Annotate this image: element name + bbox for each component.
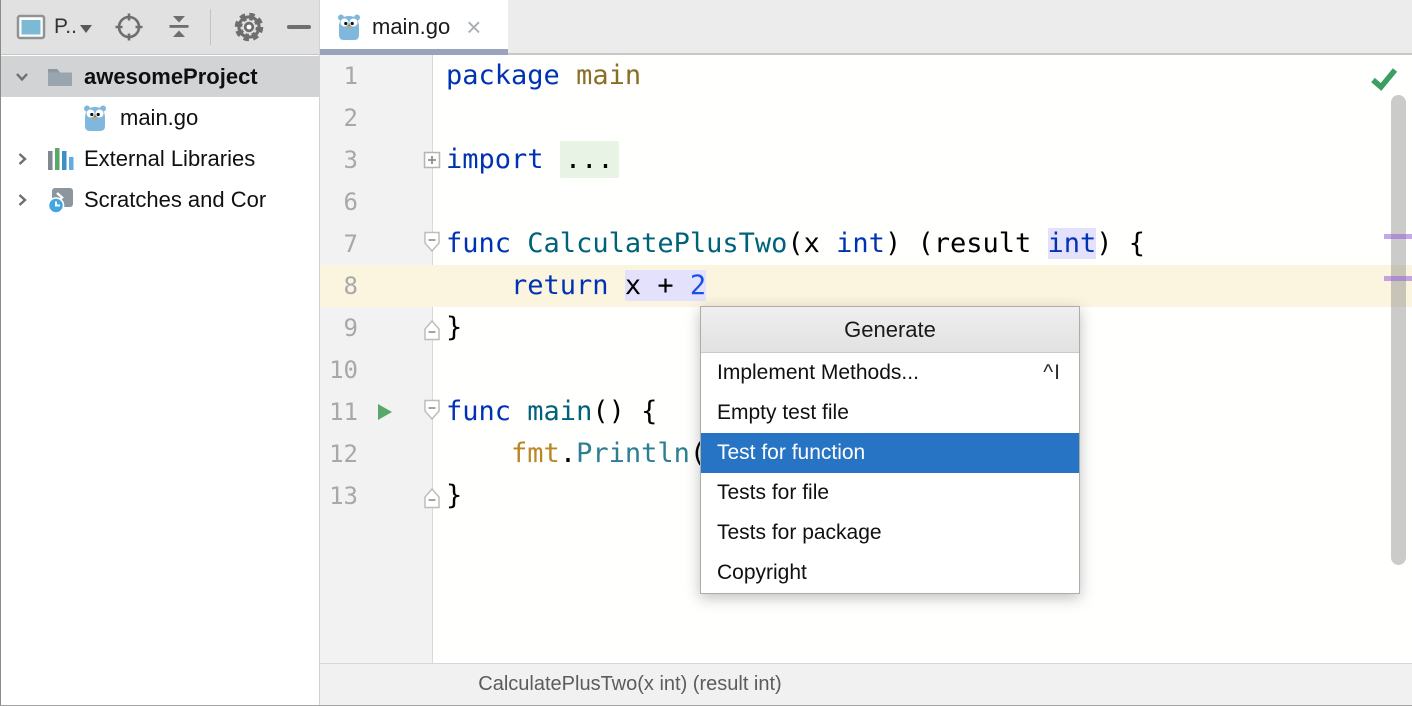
fold-marker-up[interactable] [419, 483, 445, 509]
line-number[interactable]: 3 [343, 146, 358, 174]
code-text[interactable]: } [446, 480, 463, 511]
collapse-all-icon[interactable] [166, 12, 192, 42]
editor-line-8: 8 return x + 2 [320, 265, 1412, 307]
menu-item-tests-for-package[interactable]: Tests for package [701, 513, 1079, 553]
tree-item-scratches[interactable]: Scratches and Cor [0, 179, 319, 220]
code-text[interactable]: return x + 2 [511, 270, 707, 301]
chevron-right-icon[interactable] [12, 190, 46, 210]
editor-line-2: 2 [320, 97, 1412, 139]
editor-line-13: 13} [320, 475, 1412, 517]
menu-item-label: Copyright [717, 561, 807, 584]
scratches-icon [46, 186, 84, 214]
project-tool-window: P.. [0, 0, 320, 706]
error-stripe-mark[interactable] [1384, 234, 1412, 239]
tree-item-label: External Libraries [84, 145, 256, 171]
line-number[interactable]: 1 [343, 62, 358, 90]
line-number[interactable]: 7 [343, 230, 358, 258]
editor-line-12: 12 fmt.Println( [320, 433, 1412, 475]
window-edge [0, 0, 1, 706]
tree-item-label: awesomeProject [84, 63, 258, 89]
line-number[interactable]: 10 [329, 356, 358, 384]
project-view-label: P.. [54, 15, 77, 38]
go-gopher-icon [82, 104, 120, 132]
code-text[interactable]: func CalculatePlusTwo(x int) (result int… [446, 228, 1146, 259]
menu-item-label: Tests for package [717, 521, 882, 544]
editor-line-6: 6 [320, 181, 1412, 223]
editor-area: main.go × 1 package main 2 3 import ... 6 7 fun… [320, 0, 1412, 706]
editor-scrollbar[interactable] [1391, 95, 1406, 565]
editor-line-10: 10 [320, 349, 1412, 391]
editor-tab-strip: main.go × [320, 0, 1412, 55]
toolbar-separator [209, 9, 211, 45]
folder-icon [46, 65, 84, 89]
locate-file-icon[interactable] [112, 10, 146, 44]
context-info-text: CalculatePlusTwo(x int) (result int) [478, 673, 782, 695]
project-tree: awesomeProject main.go [0, 55, 319, 220]
generate-popup: Generate Implement Methods... ^I Empty tes… [700, 306, 1080, 594]
menu-item-label: Empty test file [717, 401, 849, 424]
tree-item-label: Scratches and Cor [84, 186, 267, 212]
line-number[interactable]: 2 [343, 104, 358, 132]
editor-line-7: 7 func CalculatePlusTwo(x int) (result in… [320, 223, 1412, 265]
menu-item-tests-for-file[interactable]: Tests for file [701, 473, 1079, 513]
fold-marker-down[interactable] [419, 231, 445, 257]
tree-item-main-go[interactable]: main.go [0, 97, 319, 138]
menu-item-empty-test-file[interactable]: Empty test file [701, 393, 1079, 433]
menu-item-copyright[interactable]: Copyright [701, 553, 1079, 593]
chevron-right-icon[interactable] [12, 149, 46, 169]
menu-item-label: Test for function [717, 441, 866, 464]
editor-gutter [320, 55, 433, 663]
tree-item-awesomeproject[interactable]: awesomeProject [0, 56, 319, 97]
editor-line-9: 9} [320, 307, 1412, 349]
chevron-down-icon [79, 25, 92, 33]
menu-item-label: Implement Methods... [717, 361, 919, 384]
tab-main-go[interactable]: main.go × [320, 0, 508, 55]
fold-marker-down[interactable] [419, 399, 445, 425]
editor-line-1: 1 package main [320, 55, 1412, 97]
editor-lines: 1 package main 2 3 import ... 6 7 func Calculat… [320, 55, 1412, 517]
line-number[interactable]: 11 [329, 398, 358, 426]
code-text[interactable]: package main [446, 60, 642, 91]
settings-gear-icon[interactable] [231, 9, 267, 45]
tree-item-external-libraries[interactable]: External Libraries [0, 138, 319, 179]
project-view-selector[interactable]: P.. [54, 15, 92, 39]
fold-marker-up[interactable] [419, 315, 445, 341]
chevron-down-icon[interactable] [12, 67, 46, 87]
editor-line-3: 3 import ... [320, 139, 1412, 181]
run-button[interactable] [376, 402, 394, 427]
line-number[interactable]: 8 [343, 272, 358, 300]
generate-popup-title: Generate [701, 307, 1079, 353]
line-number[interactable]: 6 [343, 188, 358, 216]
line-number[interactable]: 12 [329, 440, 358, 468]
code-text[interactable]: import ... [446, 139, 1412, 181]
project-tool-window-icon[interactable] [16, 13, 46, 41]
code-text[interactable]: fmt.Println( [511, 438, 707, 469]
error-stripe-mark[interactable] [1384, 276, 1412, 281]
code-text[interactable]: } [446, 312, 463, 343]
project-toolbar: P.. [0, 0, 319, 55]
menu-item-label: Tests for file [717, 481, 830, 504]
menu-item-test-for-function[interactable]: Test for function [701, 433, 1079, 473]
inspections-ok-icon[interactable] [1370, 66, 1398, 97]
editor-line-11: 11 func main() { [320, 391, 1412, 433]
external-libraries-icon [46, 146, 84, 172]
menu-item-shortcut: ^I [1043, 361, 1061, 384]
line-number[interactable]: 13 [329, 482, 358, 510]
menu-item-implement-methods[interactable]: Implement Methods... ^I [701, 353, 1079, 393]
hide-panel-icon[interactable] [286, 25, 311, 29]
context-info-bar: CalculatePlusTwo(x int) (result int) [320, 663, 1412, 706]
line-number[interactable]: 9 [343, 314, 358, 342]
tree-item-label: main.go [120, 104, 199, 130]
fold-marker-plus[interactable] [419, 147, 445, 173]
close-icon[interactable]: × [466, 11, 482, 42]
go-gopher-icon [336, 13, 362, 41]
editor-body: 1 package main 2 3 import ... 6 7 func Calculat… [320, 55, 1412, 663]
code-text[interactable]: func main() { [446, 396, 658, 427]
tab-title: main.go [372, 13, 451, 39]
